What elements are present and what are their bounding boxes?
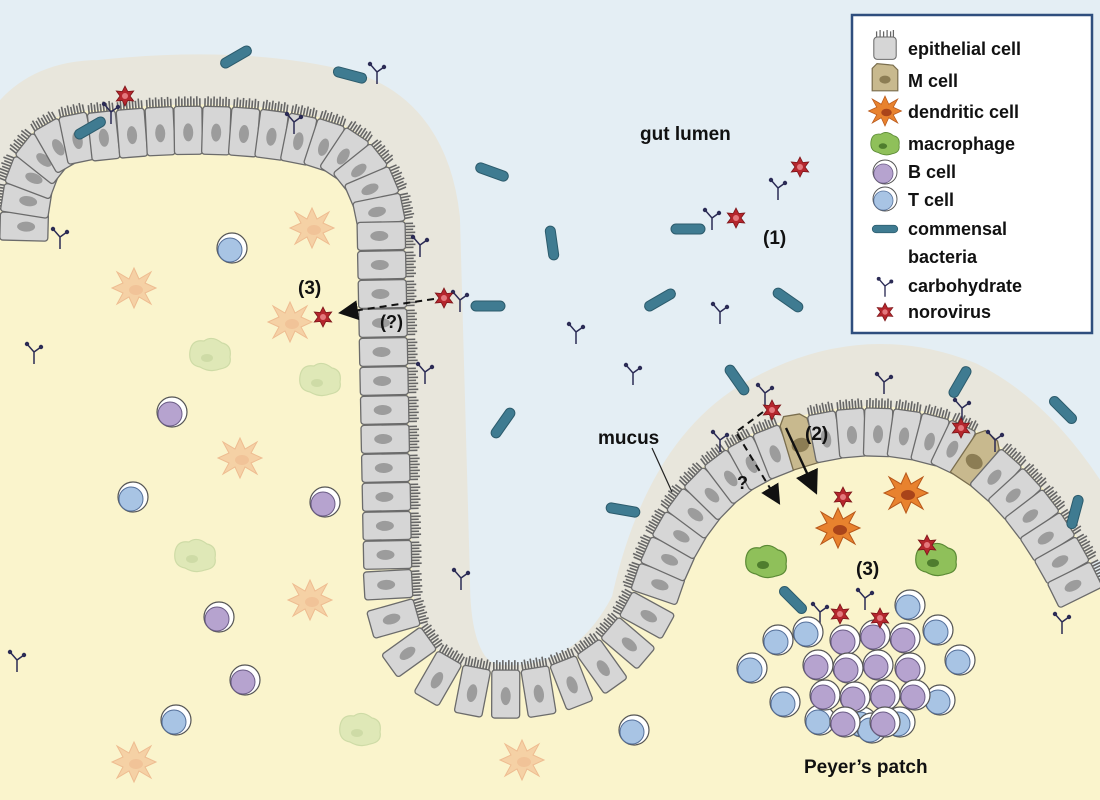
dendritic-cell <box>287 579 333 621</box>
b-cell <box>889 622 921 654</box>
epithelial-uptake-arrow-left <box>338 298 435 321</box>
transcytosis-arrow <box>784 427 818 495</box>
t-cell <box>922 614 954 646</box>
dendritic-cell <box>499 739 545 781</box>
step-3-left-label: (3) <box>298 278 321 299</box>
legend: epithelial cell M cell dendritic cell ma… <box>850 13 1094 335</box>
dendritic-cell <box>883 472 929 514</box>
dendritic-cell <box>289 207 335 249</box>
step-1-label: (1) <box>763 228 786 249</box>
gut-lumen-label: gut lumen <box>640 124 731 145</box>
question-left-label: (?) <box>380 312 403 332</box>
legend-label: B cell <box>908 162 956 182</box>
b-cell <box>203 601 235 633</box>
peyers-patch-label: Peyer’s patch <box>804 757 928 778</box>
b-cell <box>862 649 894 681</box>
t-cell <box>618 714 650 746</box>
b-cell <box>309 486 341 518</box>
t-cell <box>762 624 794 656</box>
dendritic-cell <box>111 741 157 783</box>
tissue <box>0 104 1100 800</box>
b-cell-icon <box>872 159 898 185</box>
step-3-right-label: (3) <box>856 559 879 580</box>
legend-label: dendritic cell <box>908 102 1019 122</box>
question-right-label: ? <box>737 473 748 493</box>
t-cell <box>769 686 801 718</box>
macrophage <box>299 362 341 397</box>
t-cell <box>117 481 149 513</box>
legend-label: bacteria <box>908 247 978 267</box>
commensal-bacteria-icon <box>871 224 899 234</box>
t-cell-icon <box>872 186 898 212</box>
commensal-bacterium <box>670 223 706 235</box>
dendritic-cell <box>815 507 861 549</box>
t-cell <box>944 644 976 676</box>
legend-label: macrophage <box>908 134 1015 154</box>
t-cell <box>216 232 248 264</box>
b-cell <box>229 664 261 696</box>
legend-label: M cell <box>908 71 958 91</box>
legend-label: epithelial cell <box>908 39 1021 59</box>
mucus-pointer <box>651 447 673 493</box>
macrophage-icon <box>870 131 900 156</box>
dendritic-cell <box>267 301 313 343</box>
mucus-label: mucus <box>598 428 659 449</box>
epithelial-uptake-arrow-right <box>734 411 781 505</box>
m-cell-icon <box>871 62 899 92</box>
b-cell <box>802 649 834 681</box>
b-cell <box>829 624 861 656</box>
b-cell <box>832 652 864 684</box>
b-cell <box>899 679 931 711</box>
pathway-arrows <box>338 298 818 505</box>
t-cell <box>160 704 192 736</box>
macrophage <box>745 544 787 579</box>
b-cell <box>869 679 901 711</box>
macrophage <box>189 337 231 372</box>
dendritic-cell <box>217 437 263 479</box>
epithelial-cell-icon <box>873 30 897 60</box>
dendritic-cell-icon <box>868 95 902 127</box>
b-cell <box>809 679 841 711</box>
macrophage <box>339 712 381 747</box>
commensal-bacterium <box>470 300 506 312</box>
t-cell <box>792 616 824 648</box>
b-cell <box>859 619 891 651</box>
t-cell <box>894 589 926 621</box>
legend-label: carbohydrate <box>908 276 1022 296</box>
b-cell <box>869 706 901 738</box>
step-2-label: (2) <box>805 424 828 445</box>
t-cell <box>736 652 768 684</box>
legend-label: norovirus <box>908 302 991 322</box>
legend-label: T cell <box>908 190 954 210</box>
b-cell <box>829 706 861 738</box>
b-cell <box>894 652 926 684</box>
macrophage <box>174 538 216 573</box>
b-cell <box>156 396 188 428</box>
dendritic-cell <box>111 267 157 309</box>
legend-label: commensal <box>908 219 1007 239</box>
